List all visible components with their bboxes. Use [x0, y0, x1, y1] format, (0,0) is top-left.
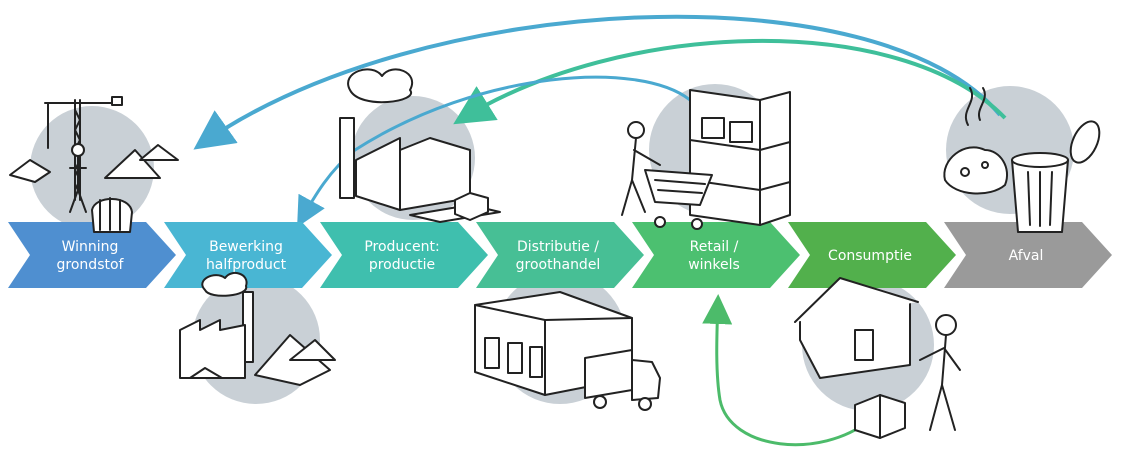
stage-distributie-label-2: groothandel	[516, 257, 601, 273]
stage-bewerking-chevron	[164, 222, 332, 288]
stage-producent-label-2: productie	[369, 257, 435, 273]
stage-winning-label-2: grondstof	[57, 257, 125, 273]
stage-retail-label-2: winkels	[688, 257, 740, 273]
household-illustration	[794, 277, 961, 439]
stage-winning-chevron	[8, 222, 176, 288]
mining-illustration	[9, 96, 179, 233]
stage-retail-chevron	[632, 222, 800, 288]
stage-consumptie-label-1: Consumptie	[828, 248, 912, 264]
stage-producent-label-1: Producent:	[364, 239, 439, 255]
stage-retail-label-1: Retail /	[690, 239, 739, 255]
stage-winning: Winning grondstof	[8, 222, 176, 288]
stage-producent-chevron	[320, 222, 488, 288]
return-arrow-to-winning	[193, 14, 1002, 150]
stage-bewerking-label-2: halfproduct	[206, 257, 287, 273]
stage-bewerking-label-1: Bewerking	[209, 239, 283, 255]
stage-bewerking: Bewerking halfproduct	[164, 222, 332, 288]
warehouse-truck-illustration	[474, 291, 661, 411]
processing-plant-illustration	[179, 271, 336, 386]
stage-afval-chevron	[944, 222, 1112, 288]
waste-bin-illustration	[943, 87, 1101, 233]
stage-distributie-chevron	[476, 222, 644, 288]
stage-retail: Retail / winkels	[632, 222, 800, 288]
stage-producent: Producent: productie	[320, 222, 488, 288]
stage-distributie-label-1: Distributie /	[517, 239, 599, 255]
return-arrow-to-bewerking	[297, 75, 691, 228]
stage-distributie: Distributie / groothandel	[476, 222, 644, 288]
stage-afval: Afval	[944, 222, 1112, 288]
return-arrow-to-retail	[702, 294, 871, 447]
stage-consumptie-chevron	[788, 222, 956, 288]
winning-disc	[30, 106, 154, 230]
stage-afval-label-1: Afval	[1009, 248, 1044, 264]
factory-illustration	[339, 68, 501, 223]
stage-winning-label-1: Winning	[62, 239, 119, 255]
value-chain-band: Winning grondstof Bewerking halfproduct Prod…	[8, 222, 1112, 288]
retail-illustration	[621, 89, 791, 230]
stage-consumptie: Consumptie	[788, 222, 956, 288]
